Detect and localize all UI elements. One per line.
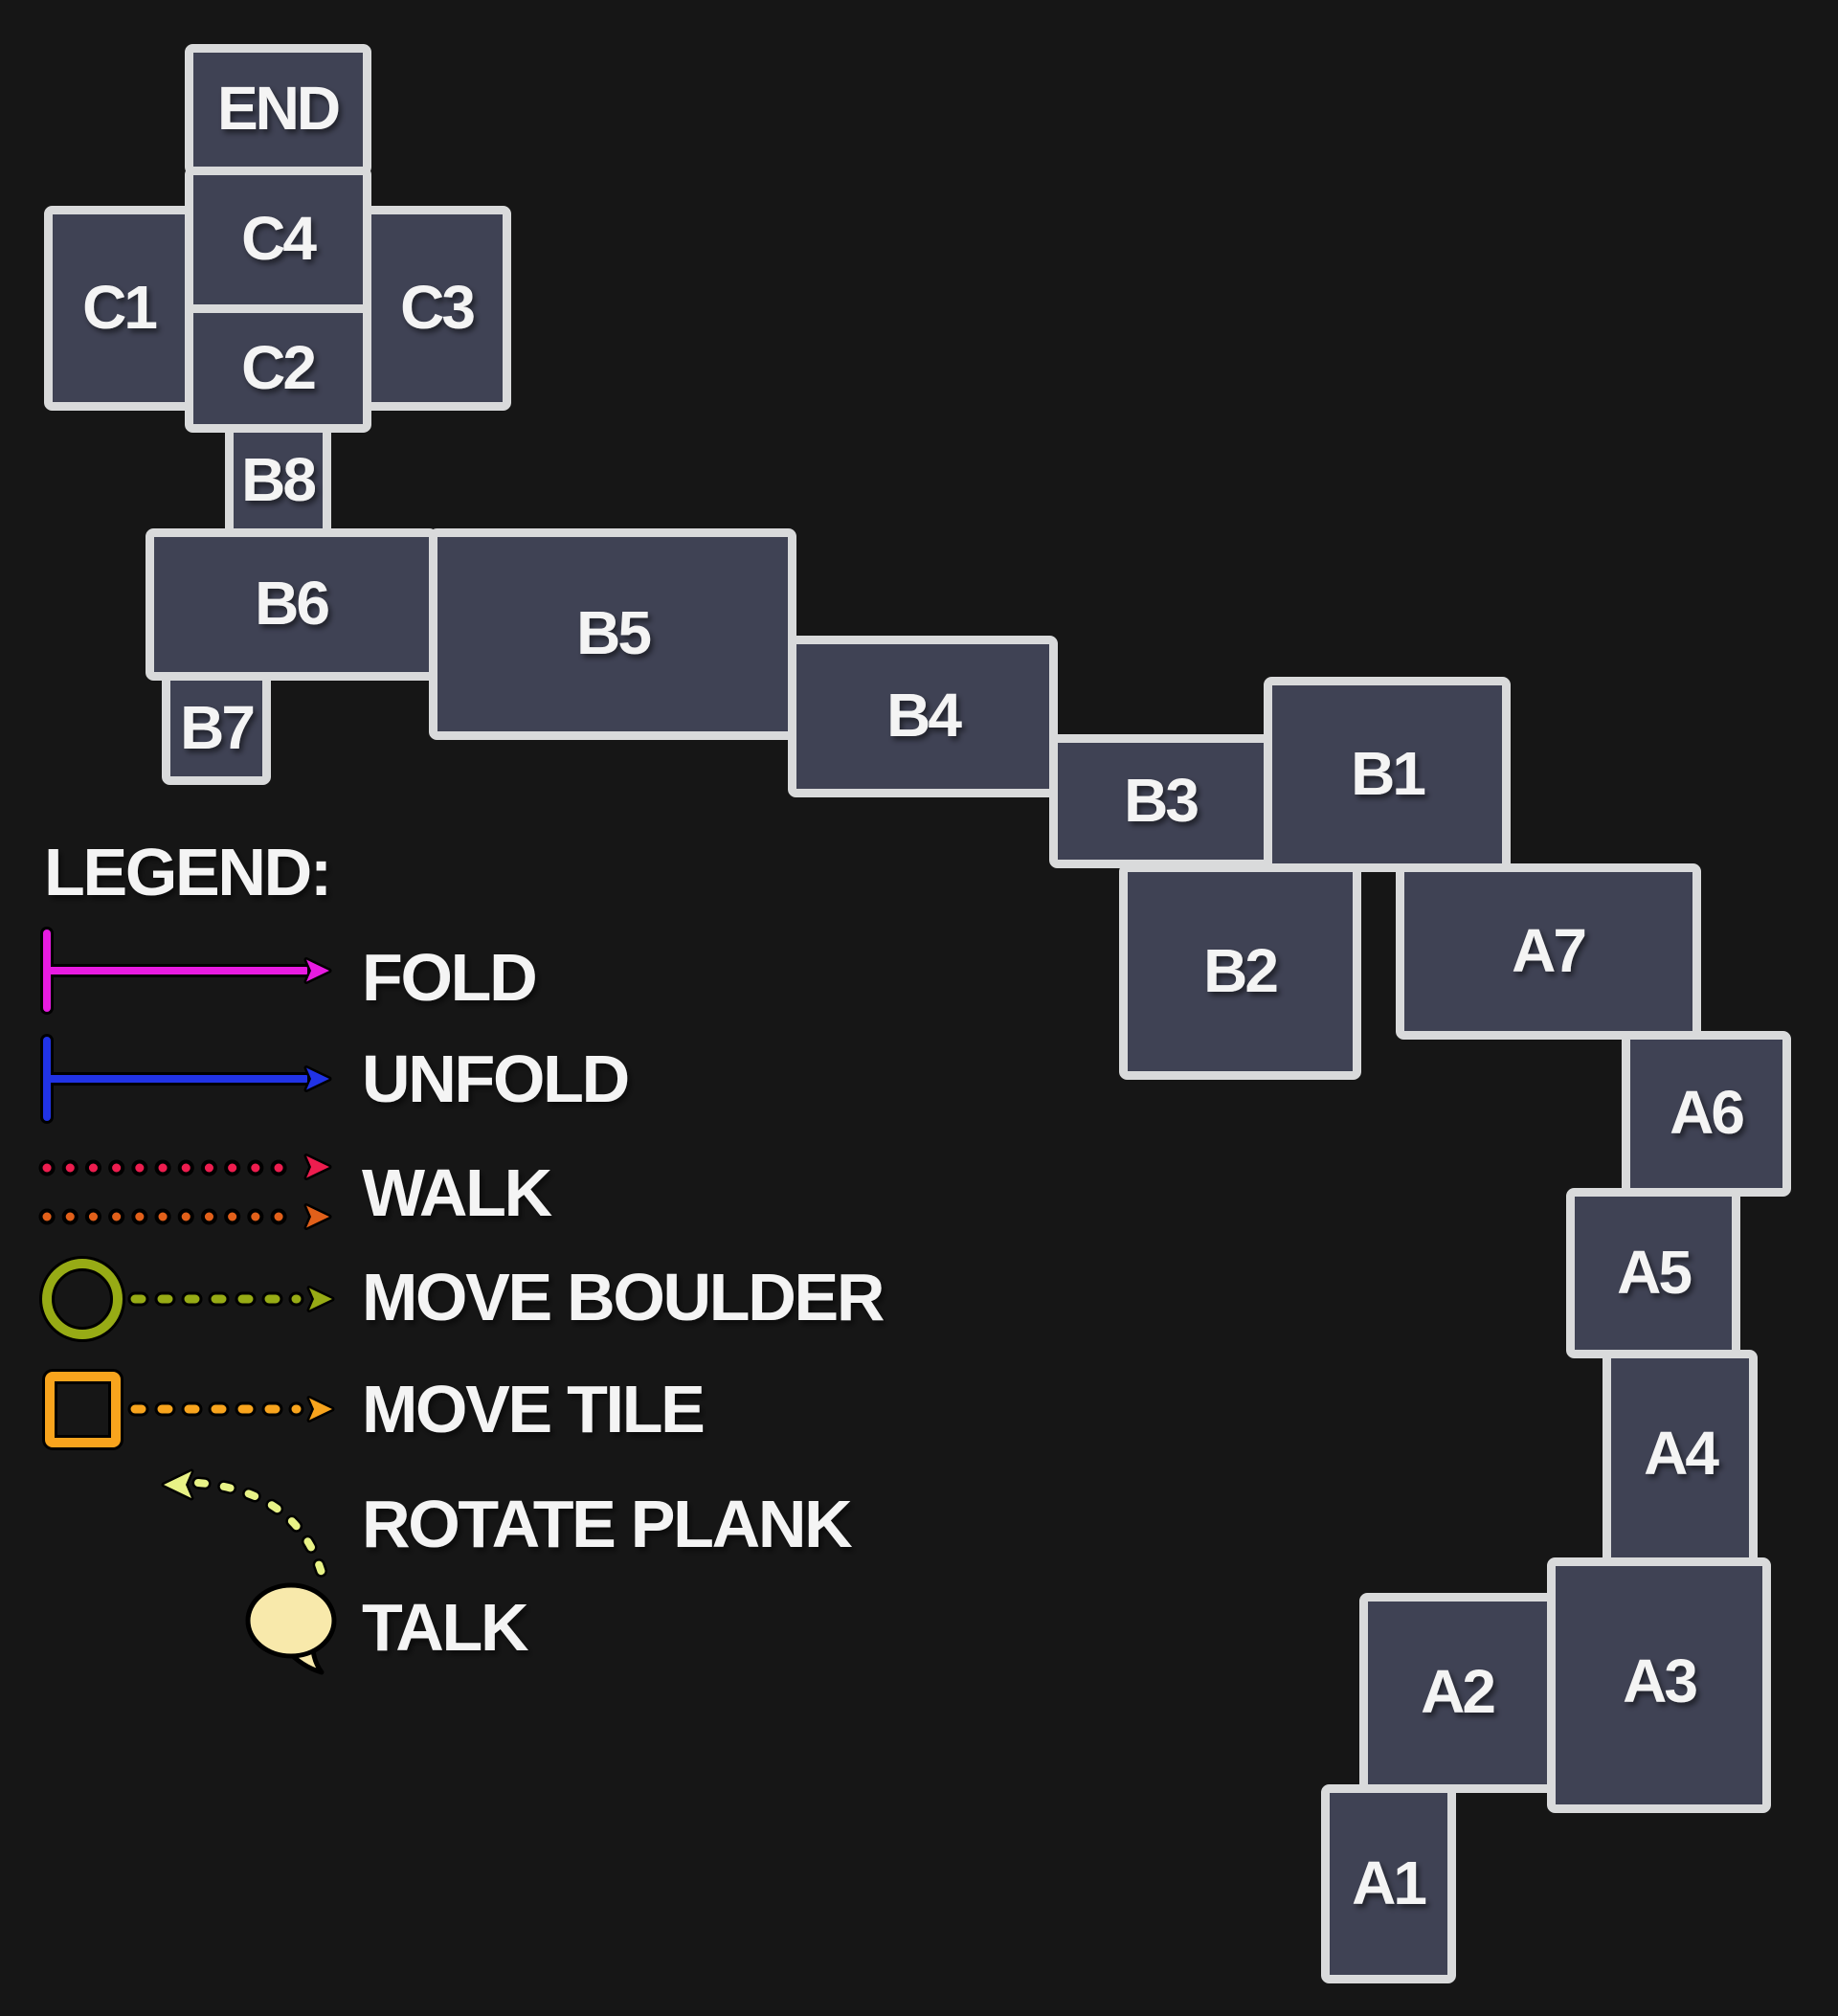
- svg-text:B8: B8: [241, 445, 315, 514]
- svg-text:A6: A6: [1670, 1078, 1743, 1147]
- svg-text:LEGEND:: LEGEND:: [44, 835, 330, 909]
- svg-text:A1: A1: [1352, 1848, 1425, 1917]
- svg-text:ROTATE PLANK: ROTATE PLANK: [362, 1487, 852, 1561]
- svg-text:END: END: [217, 74, 339, 143]
- svg-text:C3: C3: [400, 273, 474, 342]
- svg-text:C1: C1: [82, 273, 156, 342]
- svg-text:B3: B3: [1124, 766, 1198, 835]
- svg-text:FOLD: FOLD: [362, 940, 535, 1015]
- svg-text:UNFOLD: UNFOLD: [362, 1042, 628, 1116]
- svg-text:A3: A3: [1623, 1646, 1696, 1715]
- svg-text:A7: A7: [1512, 916, 1584, 985]
- svg-text:A5: A5: [1617, 1238, 1691, 1307]
- svg-text:A4: A4: [1644, 1419, 1719, 1488]
- svg-text:WALK: WALK: [362, 1155, 552, 1230]
- svg-text:MOVE TILE: MOVE TILE: [362, 1372, 704, 1446]
- svg-text:B1: B1: [1351, 739, 1424, 808]
- svg-text:MOVE BOULDER: MOVE BOULDER: [362, 1260, 885, 1334]
- svg-text:C4: C4: [241, 204, 317, 273]
- svg-text:B4: B4: [886, 681, 962, 750]
- svg-text:B2: B2: [1203, 936, 1277, 1005]
- svg-text:C2: C2: [241, 333, 315, 402]
- svg-text:TALK: TALK: [362, 1590, 528, 1665]
- svg-text:B5: B5: [576, 598, 650, 667]
- svg-text:B6: B6: [255, 569, 328, 638]
- svg-text:A2: A2: [1421, 1657, 1494, 1726]
- svg-text:B7: B7: [180, 693, 253, 762]
